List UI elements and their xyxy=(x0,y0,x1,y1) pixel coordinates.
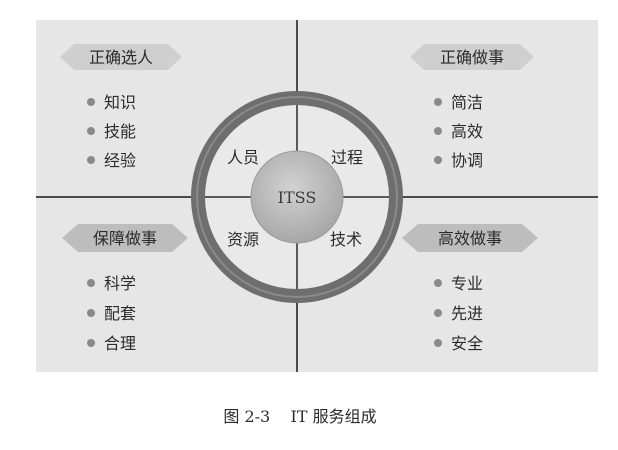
bullet-icon xyxy=(434,309,442,317)
segment-label-resources: 资源 xyxy=(227,230,259,249)
list-item: 专业 xyxy=(451,274,483,293)
quadrant-title-bottom-left: 保障做事 xyxy=(93,229,157,248)
bullet-icon xyxy=(87,279,95,287)
core-circle xyxy=(250,150,344,244)
quadrant-title-top-right: 正确做事 xyxy=(440,48,504,67)
list-item: 科学 xyxy=(104,274,136,293)
figure-caption: 图 2-3 IT 服务组成 xyxy=(223,407,376,426)
center-label: ITSS xyxy=(278,188,317,207)
list-item: 技能 xyxy=(104,122,136,141)
bullet-icon xyxy=(434,127,442,135)
segment-label-people: 人员 xyxy=(227,148,259,167)
list-item: 高效 xyxy=(451,122,483,141)
banner-bottom-left xyxy=(62,224,188,252)
bullet-icon xyxy=(87,156,95,164)
bullet-icon xyxy=(434,339,442,347)
bullet-icon xyxy=(87,127,95,135)
list-item: 简洁 xyxy=(451,93,483,112)
bullet-icon xyxy=(434,98,442,106)
bullet-icon xyxy=(87,98,95,106)
banner-bottom-right xyxy=(402,224,538,252)
list-item: 先进 xyxy=(451,304,483,323)
quadrant-title-top-left: 正确选人 xyxy=(89,48,153,67)
banner-top-left xyxy=(60,44,182,70)
bullet-icon xyxy=(87,309,95,317)
list-item: 配套 xyxy=(104,304,136,323)
list-item: 知识 xyxy=(104,93,136,112)
list-item: 经验 xyxy=(104,151,136,170)
list-item: 协调 xyxy=(451,151,483,170)
banner-top-right xyxy=(410,44,534,70)
list-item: 安全 xyxy=(451,334,483,353)
segment-label-process: 过程 xyxy=(331,148,363,167)
quadrant-title-bottom-right: 高效做事 xyxy=(438,229,502,248)
bullet-icon xyxy=(434,279,442,287)
bullet-icon xyxy=(87,339,95,347)
ring-highlight xyxy=(196,96,398,298)
bullet-icon xyxy=(434,156,442,164)
segment-label-technology: 技术 xyxy=(330,230,362,249)
list-item: 合理 xyxy=(104,334,136,353)
